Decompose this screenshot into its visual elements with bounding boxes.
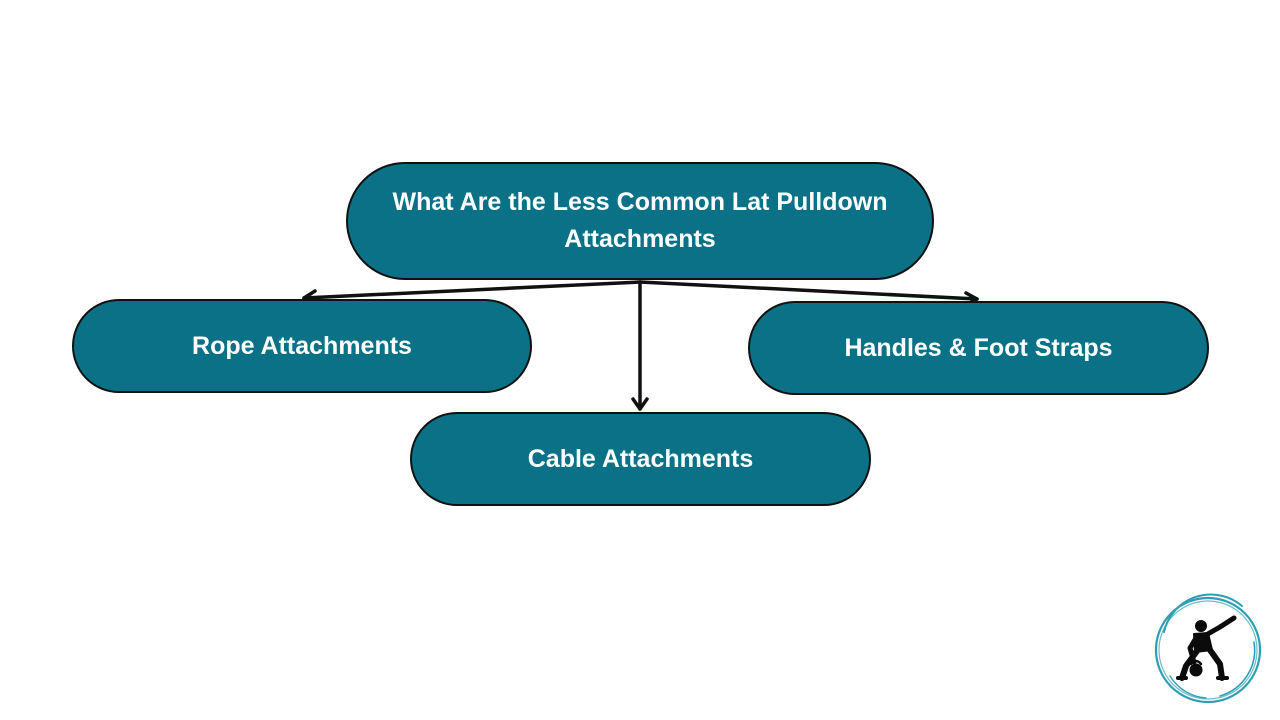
- connector-root-to-rope: [302, 280, 642, 300]
- child-node-rope: Rope Attachments: [72, 299, 532, 393]
- child-node-label: Handles & Foot Straps: [844, 333, 1113, 362]
- arrowhead-cable: [631, 397, 649, 411]
- root-node-label: What Are the Less Common Lat Pulldown At…: [392, 188, 888, 253]
- connector-root-to-handles: [638, 280, 979, 301]
- athlete-kettlebell-logo-icon: [1154, 593, 1262, 704]
- child-node-handles: Handles & Foot Straps: [748, 301, 1209, 395]
- root-node: What Are the Less Common Lat Pulldown At…: [346, 162, 934, 280]
- child-node-label: Cable Attachments: [527, 444, 754, 473]
- child-node-label: Rope Attachments: [192, 331, 412, 360]
- child-node-cable: Cable Attachments: [410, 412, 871, 506]
